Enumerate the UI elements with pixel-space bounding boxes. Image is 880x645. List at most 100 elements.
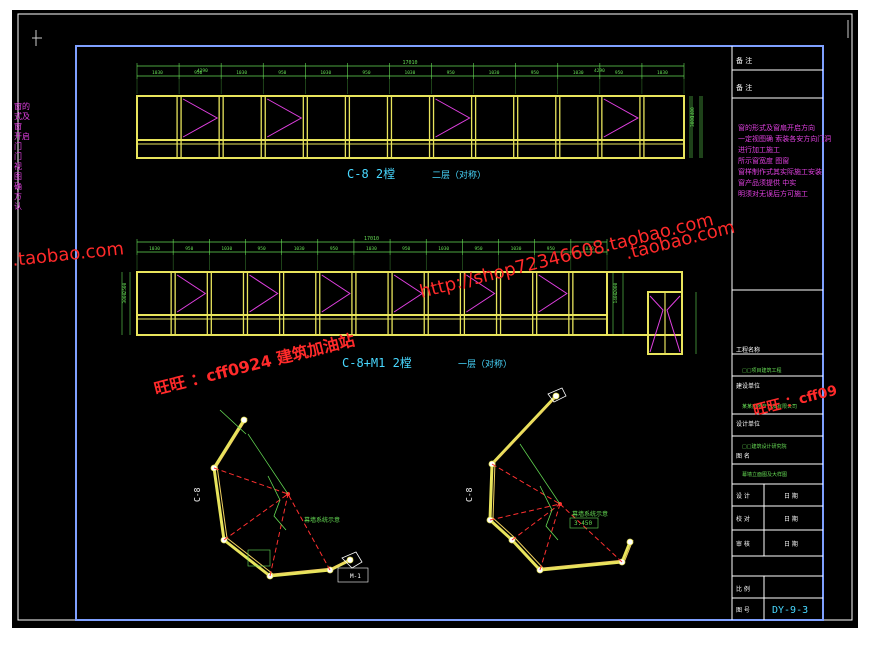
overall-dim-text: 17010: [364, 236, 379, 242]
plan-leader: [267, 475, 287, 531]
plan-node: [240, 416, 248, 424]
height-dim-text: 3000: [122, 292, 128, 303]
height-dim-text: 2000: [613, 282, 619, 293]
left-margin-line: 门: [14, 152, 22, 161]
title-block-note-line: 进行加工施工: [738, 145, 780, 154]
panel-dim-text: 1030: [573, 70, 584, 76]
client-value: 某某房地产开发有限公司: [742, 403, 797, 410]
title-block-grid: [731, 46, 823, 620]
plan-end-detail: [547, 387, 567, 403]
design-label: 设计单位: [736, 420, 760, 428]
title-block-note-line: 窗样制作式其实际施工安装: [738, 167, 822, 176]
panel-dim-text: 950: [474, 246, 482, 252]
height-dim-text: 3000: [690, 116, 696, 127]
drawing-label: 图 名: [736, 452, 750, 460]
plan-right-note: 幕墙系统示意: [572, 510, 608, 518]
plan-wall-outline: [488, 394, 632, 572]
sash-opening-mark: [538, 274, 568, 313]
panel-dim-text: 1030: [236, 70, 247, 76]
left-margin-line: 视: [14, 162, 22, 171]
panel-dim-text: 950: [185, 246, 193, 252]
row-design-value: 日 期: [784, 492, 798, 500]
radial-dim-line: [489, 503, 561, 521]
panel-dim-text: 950: [402, 246, 410, 252]
left-margin-line: 窗的: [14, 102, 30, 111]
radial-dim-line: [491, 463, 561, 505]
sheet-label: 图 号: [736, 607, 750, 614]
drawing-value: 幕墙立面图及大样图: [742, 471, 787, 478]
plan-wall-outline: [212, 419, 351, 578]
panel-dim-text: 1030: [221, 246, 232, 252]
plan-green-leader: [519, 443, 561, 505]
panel-dim-text: 1030: [366, 246, 377, 252]
door-swing-mark: [649, 295, 664, 353]
plan-node: [552, 392, 560, 400]
sheet-number: DY-9-3: [772, 605, 808, 616]
panel-dim-text: 1030: [489, 70, 500, 76]
sub-dim-text: 4290: [197, 68, 208, 74]
panel-dim-text: 950: [278, 70, 286, 76]
sash-opening-mark: [182, 98, 219, 138]
title-block-note-line: 窗产品须提供 中实: [738, 178, 796, 187]
row-review-value: 日 期: [784, 540, 798, 548]
left-margin-line: 方: [14, 192, 22, 201]
sash-opening-mark: [176, 274, 207, 313]
panel-dim-text: 950: [531, 70, 539, 76]
elevation-bottom-title: C-8+M1 2樘: [342, 356, 412, 370]
radial-dim-line: [559, 503, 623, 563]
plan-tag-box: [337, 567, 369, 583]
plan-right-tag: 3.450: [574, 520, 592, 527]
sash-opening-mark: [249, 274, 279, 313]
design-value: □□建筑设计研究院: [742, 443, 786, 450]
radial-dim-line: [539, 503, 561, 571]
panel-dim-text: 1030: [320, 70, 331, 76]
panel-dim-text: 1030: [438, 246, 449, 252]
elevation-top-subtitle: 二层（对称）: [432, 169, 486, 181]
radial-dim-line: [213, 467, 289, 495]
plan-left-label: C-8: [193, 487, 202, 502]
sheet-inner-frame: [75, 45, 824, 621]
sash-opening-mark: [266, 98, 303, 138]
plan-node: [346, 556, 354, 564]
elevation-bottom-subtitle: 一层（对称）: [458, 358, 512, 370]
left-margin-line: 开启门: [14, 132, 30, 151]
door-swing-mark: [666, 295, 681, 353]
row-design-label: 设 计: [736, 492, 750, 500]
panel-dim-text: 1030: [152, 70, 163, 76]
panel-dim-text: 1030: [294, 246, 305, 252]
plan-left-note: 幕墙系统示意: [304, 516, 340, 524]
title-block-header-2: 备 注: [736, 83, 752, 92]
plan-wall-inner: [216, 417, 354, 575]
panel-dim-text: 1030: [149, 246, 160, 252]
row-review-label: 审 核: [736, 540, 750, 548]
panel-dim-text: 1030: [657, 70, 668, 76]
left-margin-line: 式及窗: [14, 112, 30, 131]
curtain-wall-frame: [136, 95, 685, 159]
left-margin-notes: 窗的 式及窗 开启门 门 视 图 确 方 认: [14, 102, 36, 212]
sheet-outer-border: [17, 13, 853, 621]
title-block-note-line: 明须对无误后方可施工: [738, 189, 808, 198]
height-dim-text: 1400: [690, 107, 696, 118]
panel-dim-text: 950: [447, 70, 455, 76]
height-dim-text: 2500: [122, 282, 128, 293]
panel-dim-text: 950: [615, 70, 623, 76]
panel-dim-text: 950: [362, 70, 370, 76]
left-margin-line: 图: [14, 172, 22, 181]
plan-right: [486, 387, 634, 574]
panel-dim-text: 1030: [583, 246, 594, 252]
sheet-corner-marks: [32, 20, 849, 46]
plan-green-leader: [247, 433, 289, 495]
plan-tag-box: [247, 549, 271, 567]
elevation-top-title: C-8 2樘: [347, 167, 395, 181]
left-margin-line: 认: [14, 202, 22, 211]
row-check-label: 校 对: [736, 515, 750, 523]
sash-opening-mark: [393, 274, 424, 313]
plan-left: [210, 409, 369, 583]
scale-label: 比 例: [736, 585, 750, 593]
plan-leader: [539, 485, 559, 541]
title-block-header-1: 备 注: [736, 56, 752, 65]
